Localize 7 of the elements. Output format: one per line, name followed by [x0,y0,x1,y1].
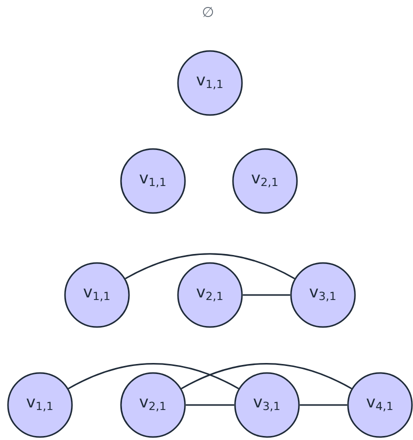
edge-line [242,294,290,296]
edge-line [181,363,352,390]
edge-line [186,404,234,406]
edge-line [68,363,239,390]
edge-line [300,404,348,406]
empty-set-symbol: ∅ [202,6,214,18]
edge-line [125,253,295,280]
